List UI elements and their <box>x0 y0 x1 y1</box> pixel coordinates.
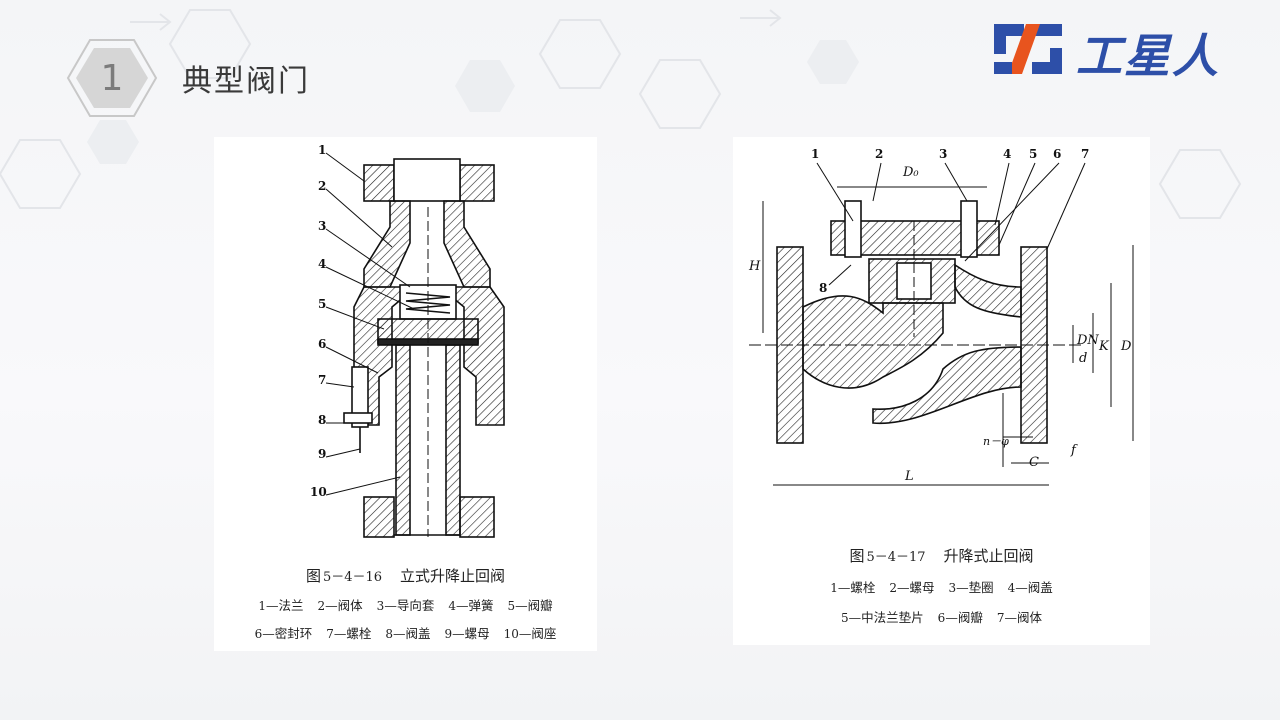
legend-item: 2—螺母 <box>889 580 935 595</box>
callout-7: 7 <box>1081 147 1090 161</box>
callout-8: 8 <box>819 281 828 295</box>
dim-k: K <box>1099 339 1109 354</box>
dim-big-d: D <box>1121 339 1132 354</box>
legend-item: 5—中法兰垫片 <box>841 610 924 625</box>
legend-row-1: 1—法兰 2—阀体 3—导向套 4—弹簧 5—阀瓣 <box>214 595 597 614</box>
caption-prefix: 图 <box>849 547 865 565</box>
legend-row-1: 1—螺栓 2—螺母 3—垫圈 4—阀盖 <box>733 577 1150 596</box>
section-badge: 1 <box>64 36 160 120</box>
callout-9: 9 <box>318 447 327 461</box>
callout-7: 7 <box>318 373 327 387</box>
callout-5: 5 <box>318 297 327 311</box>
figure-lift-check-valve: 1 2 3 4 5 6 7 8 D₀ H DN d K D L C f n－φ … <box>733 137 1150 645</box>
legend-item: 6—密封环 <box>254 626 313 641</box>
legend-item: 1—螺栓 <box>830 580 876 595</box>
logo-mark-icon <box>994 24 1062 74</box>
valve-section-drawing <box>749 162 1134 486</box>
dim-c: C <box>1029 455 1039 470</box>
legend-item: 7—螺栓 <box>326 626 372 641</box>
company-logo: 工星人 <box>988 18 1250 83</box>
legend-item: 3—导向套 <box>376 598 435 613</box>
legend-item: 8—阀盖 <box>385 626 431 641</box>
dim-dn: DN <box>1077 333 1099 348</box>
legend-item: 5—阀瓣 <box>507 598 553 613</box>
caption-title: 升降式止回阀 <box>943 547 1034 565</box>
dim-n-phi: n－φ <box>983 435 1009 448</box>
dim-d0: D₀ <box>903 165 919 180</box>
callout-5: 5 <box>1029 147 1038 161</box>
dim-small-d: d <box>1079 351 1088 366</box>
callout-1: 1 <box>318 143 327 157</box>
callout-4: 4 <box>318 257 327 271</box>
callout-1: 1 <box>811 147 820 161</box>
caption-title: 立式升降止回阀 <box>400 567 506 585</box>
callout-6: 6 <box>1053 147 1062 161</box>
callout-6: 6 <box>318 337 327 351</box>
callout-10: 10 <box>310 485 327 499</box>
callout-4: 4 <box>1003 147 1012 161</box>
dim-l: L <box>905 469 914 484</box>
figure-number: 5－4－16 <box>322 570 383 585</box>
legend-item: 2—阀体 <box>317 598 363 613</box>
hexagon-badge-icon <box>66 39 158 117</box>
section-number: 1 <box>100 57 124 99</box>
legend-item: 3—垫圈 <box>948 580 994 595</box>
dim-f: f <box>1071 443 1076 458</box>
legend-item: 4—阀盖 <box>1007 580 1053 595</box>
callout-2: 2 <box>318 179 327 193</box>
callout-8: 8 <box>318 413 327 427</box>
figure-number: 5－4－17 <box>866 550 926 565</box>
legend-item: 1—法兰 <box>258 598 304 613</box>
legend-item: 7—阀体 <box>996 610 1042 625</box>
legend-item: 6—阀瓣 <box>937 610 983 625</box>
dim-h: H <box>749 259 761 274</box>
page-title: 典型阀门 <box>182 64 310 99</box>
callout-3: 3 <box>318 219 327 233</box>
legend-item: 4—弹簧 <box>448 598 494 613</box>
callout-3: 3 <box>939 147 948 161</box>
legend-row-2: 5—中法兰垫片 6—阀瓣 7—阀体 <box>733 607 1150 626</box>
caption-prefix: 图 <box>305 567 321 585</box>
logo-text: 工星人 <box>1076 29 1220 83</box>
legend-row-2: 6—密封环 7—螺栓 8—阀盖 9—螺母 10—阀座 <box>214 623 597 642</box>
valve-section-drawing <box>325 152 505 538</box>
callout-2: 2 <box>875 147 884 161</box>
legend-item: 9—螺母 <box>444 626 490 641</box>
legend-item: 10—阀座 <box>503 626 557 641</box>
